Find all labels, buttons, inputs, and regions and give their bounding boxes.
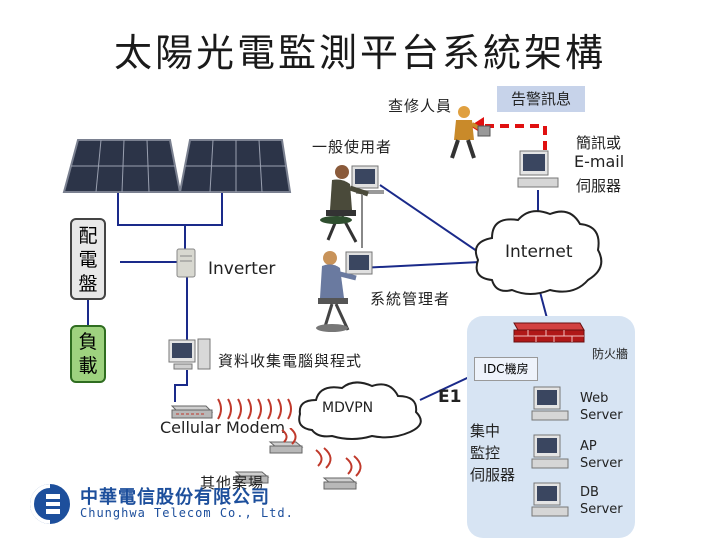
distribution-panel-label: 配電盤 <box>78 225 98 295</box>
internet-label: Internet <box>505 242 573 262</box>
modem-icon <box>322 477 358 490</box>
e1-label: E1 <box>438 387 462 407</box>
central-server-label-3: 伺服器 <box>470 466 516 484</box>
company-name-cn: 中華電信股份有限公司 <box>80 487 270 508</box>
solar-line-left <box>117 190 186 250</box>
mdvpn-label: MDVPN <box>322 400 374 416</box>
alert-message-box: 告警訊息 <box>497 86 585 112</box>
cloud-icon <box>474 210 603 295</box>
central-server-label-1: 集中 <box>470 422 501 440</box>
other-modems-group <box>234 428 362 490</box>
other-sites-label: 其他案場 <box>200 474 265 492</box>
cellular-modem-label: Cellular Modem <box>160 418 286 437</box>
person-icon <box>450 106 491 159</box>
central-server-label-2: 監控 <box>470 444 501 462</box>
db-server-label: DB Server <box>580 485 623 517</box>
person-icon <box>320 165 384 248</box>
signal-wave-icon <box>281 428 362 477</box>
computer-icon <box>531 386 569 421</box>
solar-panel-icon <box>62 139 292 193</box>
chunghwa-logo-icon <box>30 484 70 524</box>
sms-email-label-1: 簡訊或 <box>576 134 622 152</box>
idc-label: IDC機房 <box>474 357 538 381</box>
modem-icon <box>234 471 270 484</box>
maintainer-label: 查修人員 <box>388 97 453 115</box>
computer-icon <box>517 150 559 188</box>
computer-icon <box>168 338 211 370</box>
firewall-label: 防火牆 <box>592 347 629 361</box>
system-admin-label: 系統管理者 <box>370 290 451 308</box>
central-server-label: 集中 監控 伺服器 <box>470 420 530 486</box>
solar-line-right <box>185 190 223 226</box>
load-label: 負載 <box>78 331 98 377</box>
signal-wave-icon <box>217 398 292 420</box>
firewall-icon <box>513 322 585 343</box>
sms-email-label-2: E-mail <box>574 152 625 171</box>
user-internet-line <box>379 184 491 261</box>
pc-modem-line <box>174 370 188 402</box>
inverter-label: Inverter <box>208 259 276 279</box>
web-server-label: Web Server <box>580 391 623 423</box>
general-user-label: 一般使用者 <box>312 138 393 156</box>
page-title: 太陽光電監測平台系統架構 <box>113 31 606 75</box>
data-pc-label: 資料收集電腦與程式 <box>218 352 363 370</box>
computer-icon <box>531 434 569 469</box>
modem-icon <box>268 441 304 454</box>
person-icon <box>316 251 373 332</box>
distribution-panel-box: 配電盤 <box>70 218 106 300</box>
computer-icon <box>531 482 569 517</box>
cloud-icon <box>298 381 422 440</box>
modem-icon <box>170 405 214 419</box>
alert-arrow-line <box>478 124 547 165</box>
sms-email-label-3: 伺服器 <box>576 177 622 195</box>
admin-internet-line <box>359 261 481 269</box>
load-box: 負載 <box>70 325 106 383</box>
ap-server-label: AP Server <box>580 439 623 471</box>
company-name-en: Chunghwa Telecom Co., Ltd. <box>80 506 294 520</box>
inverter-icon <box>176 248 196 278</box>
